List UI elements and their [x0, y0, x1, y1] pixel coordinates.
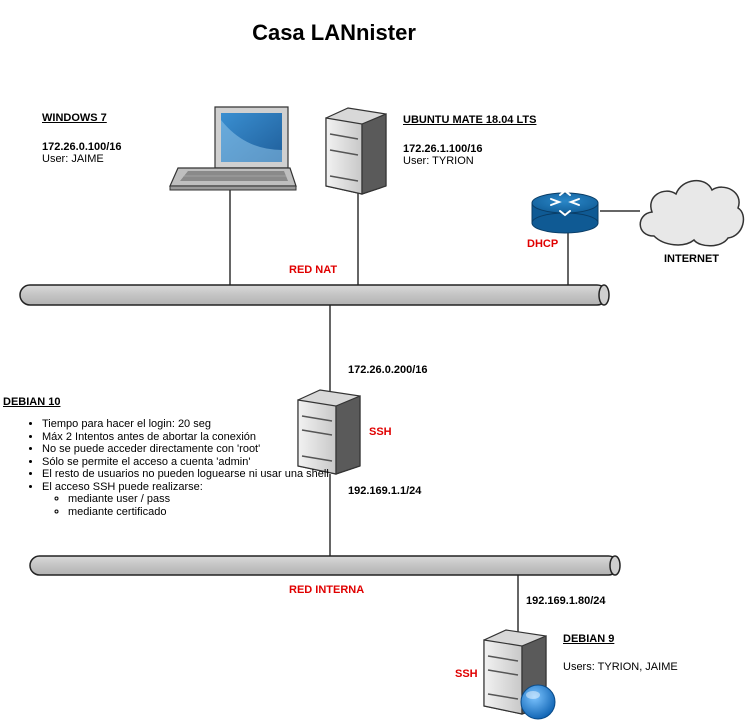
note-item: No se puede acceder directamente con 'ro…: [42, 443, 342, 456]
note-item: El acceso SSH puede realizarse: mediante…: [42, 481, 342, 519]
note-item: Tiempo para hacer el login: 20 seg: [42, 418, 342, 431]
ubuntu-name: UBUNTU MATE 18.04 LTS: [403, 114, 537, 126]
nat-network-label: RED NAT: [289, 264, 338, 276]
ubuntu-server-icon: [325, 107, 387, 195]
debian10-ip-internal: 192.169.1.1/24: [348, 485, 422, 497]
windows7-name: WINDOWS 7: [42, 112, 107, 124]
internal-network-bus: [29, 555, 621, 576]
nat-network-bus: [19, 284, 610, 306]
laptop-icon: [169, 106, 297, 191]
debian10-notes: Tiempo para hacer el login: 20 seg Máx 2…: [0, 418, 342, 518]
ssh-methods-list: mediante user / pass mediante certificad…: [42, 493, 342, 518]
subnote-item: mediante certificado: [68, 506, 342, 519]
debian9-ssh-label: SSH: [455, 668, 478, 680]
subnote-item: mediante user / pass: [68, 493, 342, 506]
globe-icon: [520, 684, 556, 720]
note-item: Máx 2 Intentos antes de abortar la conex…: [42, 431, 342, 444]
windows7-user: User: JAIME: [42, 153, 104, 165]
windows7-ip: 172.26.0.100/16: [42, 141, 122, 153]
ubuntu-ip: 172.26.1.100/16: [403, 143, 483, 155]
debian9-ip: 192.169.1.80/24: [526, 595, 606, 607]
note-item: Sólo se permite el acceso a cuenta 'admi…: [42, 456, 342, 469]
internet-label: INTERNET: [664, 253, 719, 265]
diagram-title: Casa LANnister: [252, 20, 416, 45]
router-icon: [531, 189, 599, 234]
dhcp-label: DHCP: [527, 238, 559, 250]
debian9-name: DEBIAN 9: [563, 633, 615, 645]
internal-network-label: RED INTERNA: [289, 584, 365, 596]
debian10-server-icon: [297, 389, 361, 475]
cloud-icon: [639, 180, 745, 247]
note-item: El resto de usuarios no pueden loguearse…: [42, 468, 342, 481]
debian10-name: DEBIAN 10: [3, 396, 61, 408]
debian10-ssh-label: SSH: [369, 426, 392, 438]
note-item-text: El acceso SSH puede realizarse:: [42, 480, 203, 493]
ubuntu-user: User: TYRION: [403, 155, 474, 167]
debian9-users: Users: TYRION, JAIME: [563, 661, 678, 673]
debian10-ip-nat: 172.26.0.200/16: [348, 364, 428, 376]
